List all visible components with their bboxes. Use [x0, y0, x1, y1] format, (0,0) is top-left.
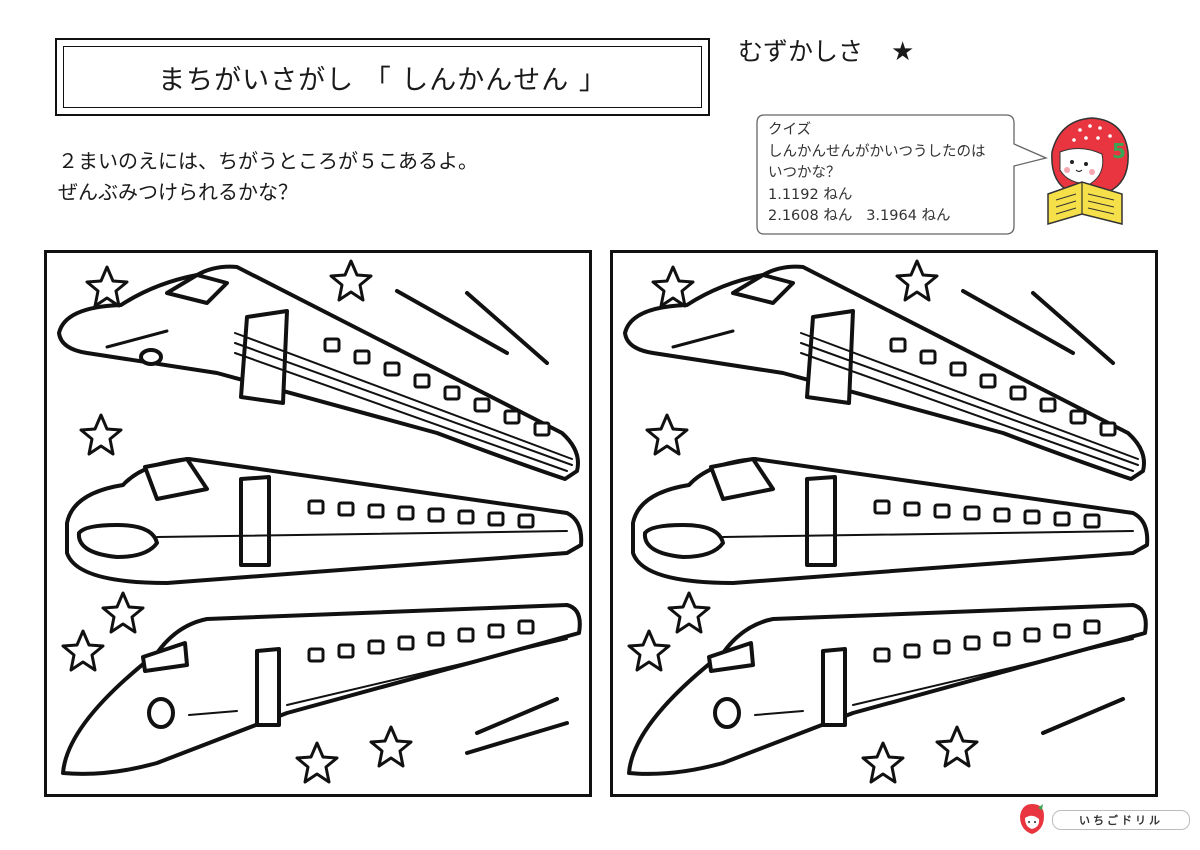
- quiz-option-2: 2.1608 ねん: [768, 208, 853, 224]
- strawberry-mascot-reading-icon: 5: [1030, 112, 1140, 237]
- difficulty-label: むずかしさ: [738, 37, 864, 66]
- instructions: ２まいのえには、ちがうところが５こあるよ。 ぜんぶみつけられるかな？: [58, 146, 478, 208]
- brand-name: いちごドリル: [1052, 810, 1190, 830]
- instruction-line-2: ぜんぶみつけられるかな？: [58, 180, 298, 204]
- right-picture-panel[interactable]: [610, 250, 1158, 797]
- quiz-question-line-1: しんかんせんがかいつうしたのは: [768, 143, 986, 160]
- left-shinkansen-illustration: [57, 259, 584, 784]
- page-title: まちがいさがし 「 しんかんせん 」: [63, 46, 702, 108]
- speech-bubble-shape: [756, 114, 1049, 235]
- quiz-question-line-2: いつかな？: [768, 165, 841, 181]
- instruction-line-1: ２まいのえには、ちがうところが５こあるよ。: [58, 149, 478, 173]
- mascot-badge: 5: [1112, 139, 1126, 163]
- right-shinkansen-illustration: [623, 259, 1150, 784]
- quiz-header: クイズ: [768, 122, 812, 138]
- quiz-option-3: 3.1964 ねん: [866, 208, 951, 224]
- quiz-options-2-3: 2.1608 ねん 3.1964 ねん: [768, 206, 986, 228]
- strawberry-logo-icon: [1020, 804, 1044, 834]
- title-frame: まちがいさがし 「 しんかんせん 」: [55, 38, 710, 116]
- quiz-bubble: クイズ しんかんせんがかいつうしたのは いつかな？ 1.1192 ねん 2.16…: [756, 114, 1049, 235]
- difficulty-rating: むずかしさ ★: [738, 32, 914, 68]
- quiz-option-1: 1.1192 ねん: [768, 186, 853, 203]
- left-picture-panel[interactable]: [44, 250, 592, 797]
- difficulty-star-icon: ★: [891, 37, 915, 67]
- footer-brand: いちごドリル: [1012, 800, 1192, 836]
